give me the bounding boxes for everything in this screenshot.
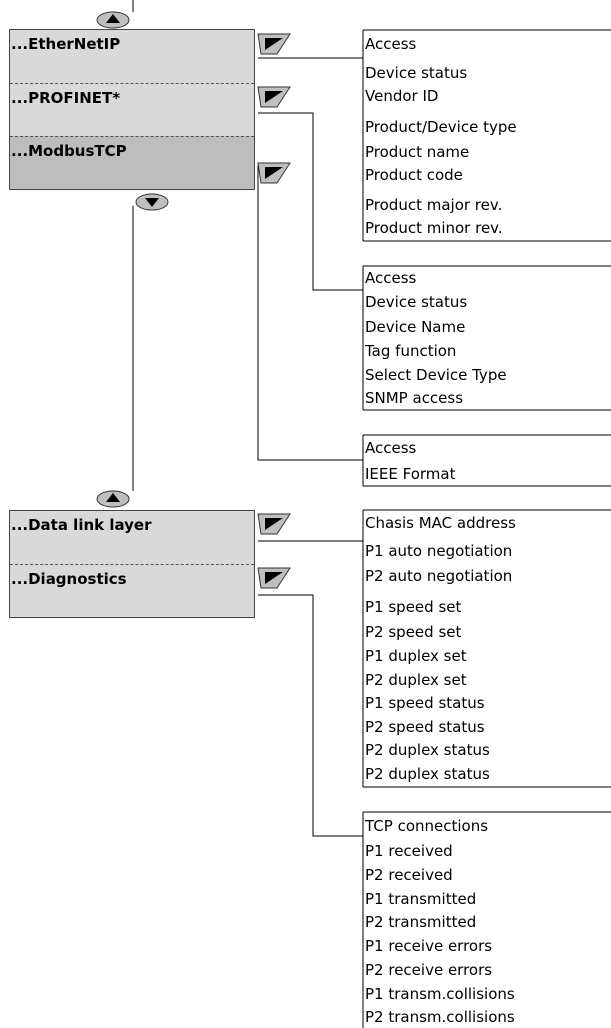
enter-key-icon[interactable] [257, 567, 291, 593]
list-item[interactable]: P1 speed set [365, 598, 462, 616]
fieldbus-menu: ...EtherNetIP ...PROFINET* ...ModbusTCP [9, 29, 255, 190]
menu-item-data-link-layer[interactable]: ...Data link layer [10, 511, 254, 564]
list-item[interactable]: Device status [365, 64, 468, 82]
list-item[interactable]: P1 receive errors [365, 937, 493, 955]
list-item[interactable]: P2 received [365, 866, 453, 884]
menu-item-label: ...Data link layer [11, 516, 152, 534]
list-item[interactable]: P2 auto negotiation [365, 567, 513, 585]
enter-key-icon[interactable] [257, 513, 291, 539]
menu-item-modbustcp[interactable]: ...ModbusTCP [10, 136, 254, 189]
menu-item-label: ...Diagnostics [11, 570, 127, 588]
list-item[interactable]: Product code [365, 166, 463, 184]
list-item[interactable]: Vendor ID [365, 87, 439, 105]
list-item[interactable]: SNMP access [365, 389, 464, 407]
list-item[interactable]: Access [365, 269, 417, 287]
list-item[interactable]: P2 transmitted [365, 913, 477, 931]
menu-item-label: ...EtherNetIP [11, 35, 121, 53]
ethernet-menu: ...Data link layer ...Diagnostics [9, 510, 255, 618]
list-item[interactable]: P1 received [365, 842, 453, 860]
list-item[interactable]: P1 transm.collisions [365, 985, 515, 1003]
menu-item-label: ...PROFINET* [11, 89, 121, 107]
list-item[interactable]: Device status [365, 293, 468, 311]
list-item[interactable]: P2 duplex status [365, 765, 490, 783]
scroll-up-arrow-icon[interactable] [96, 490, 130, 512]
list-item[interactable]: Select Device Type [365, 366, 507, 384]
list-item[interactable]: P1 auto negotiation [365, 542, 513, 560]
list-item[interactable]: Device Name [365, 318, 466, 336]
list-item[interactable]: P2 speed status [365, 718, 485, 736]
enter-key-icon[interactable] [257, 86, 291, 112]
list-item[interactable]: P1 speed status [365, 694, 485, 712]
enter-key-icon[interactable] [257, 33, 291, 59]
list-item[interactable]: Product minor rev. [365, 219, 503, 237]
scroll-up-arrow-icon[interactable] [96, 11, 130, 33]
list-item[interactable]: P2 speed set [365, 623, 462, 641]
list-item[interactable]: Product/Device type [365, 118, 517, 136]
menu-item-label: ...ModbusTCP [11, 142, 127, 160]
list-item[interactable]: P1 transmitted [365, 890, 477, 908]
enter-key-icon[interactable] [257, 162, 291, 188]
list-item[interactable]: Access [365, 35, 417, 53]
scroll-down-arrow-icon[interactable] [135, 193, 169, 215]
list-item[interactable]: Chasis MAC address [365, 514, 516, 532]
list-item[interactable]: TCP connections [365, 817, 489, 835]
list-item[interactable]: Product name [365, 143, 470, 161]
list-item[interactable]: P2 transm.collisions [365, 1008, 515, 1026]
list-item[interactable]: IEEE Format [365, 465, 456, 483]
list-item[interactable]: Product major rev. [365, 196, 503, 214]
menu-item-ethernetip[interactable]: ...EtherNetIP [10, 30, 254, 83]
list-item[interactable]: Tag function [365, 342, 457, 360]
menu-item-profinet[interactable]: ...PROFINET* [10, 83, 254, 136]
list-item[interactable]: P2 duplex set [365, 671, 467, 689]
list-item[interactable]: P2 duplex status [365, 741, 490, 759]
list-item[interactable]: Access [365, 439, 417, 457]
list-item[interactable]: P2 receive errors [365, 961, 493, 979]
list-item[interactable]: P1 duplex set [365, 647, 467, 665]
menu-item-diagnostics[interactable]: ...Diagnostics [10, 564, 254, 617]
